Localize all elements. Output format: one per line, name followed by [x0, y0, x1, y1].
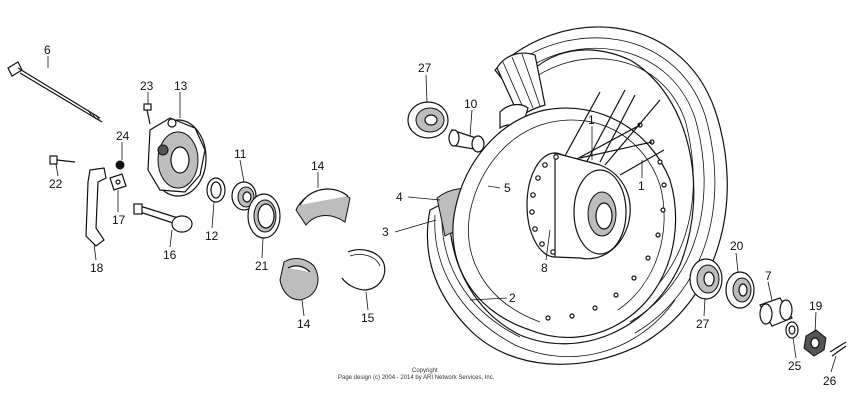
callout-1-lower: 1: [638, 179, 645, 193]
brake-shoe-upper: [295, 188, 351, 226]
callout-15: 15: [361, 311, 375, 325]
tire-section-upper: [496, 52, 546, 120]
leader-lines: [47, 56, 837, 373]
callout-25: 25: [788, 359, 802, 373]
brake-arm: [85, 167, 107, 247]
oil-seal: [247, 193, 281, 239]
callout-7: 7: [765, 269, 772, 283]
tire: [426, 26, 728, 365]
speedometer-gear: [231, 181, 257, 211]
washer: [785, 321, 799, 339]
shoe-spring: [341, 249, 386, 291]
callout-14-upper: 14: [311, 159, 325, 173]
callout-1-upper: 1: [588, 113, 595, 127]
callout-11: 11: [234, 147, 247, 161]
callout-6: 6: [44, 43, 51, 57]
callout-16: 16: [163, 248, 177, 262]
axle-collar: [759, 297, 793, 327]
callout-10: 10: [464, 97, 478, 111]
brake-panel: [147, 117, 207, 197]
callout-12: 12: [205, 229, 219, 243]
indicator-plate: [109, 173, 127, 191]
callout-13: 13: [174, 79, 188, 93]
callout-8: 8: [541, 261, 548, 275]
hub-flange-holes: [529, 154, 559, 255]
spoke-nipples: [545, 122, 667, 321]
callout-14-lower: 14: [297, 317, 311, 331]
axle-nut: [803, 329, 827, 357]
copyright-line-2: Page design (c) 2004 - 2014 by ARI Netwo…: [338, 375, 495, 381]
callout-2: 2: [509, 291, 516, 305]
callout-17: 17: [112, 213, 126, 227]
callout-labels: 6 13 23 24 22 17 18 16 12 11 21 14 14 15…: [44, 43, 837, 388]
callout-4: 4: [396, 190, 403, 204]
callout-27-lower: 27: [696, 317, 710, 331]
callout-23: 23: [140, 79, 154, 93]
front-axle: [7, 61, 103, 123]
brake-cam: [133, 203, 193, 233]
copyright-notice: Copyright Page design (c) 2004 - 2014 by…: [338, 368, 495, 381]
bearing-upper: [407, 101, 449, 139]
bearing-seal: [725, 271, 755, 309]
callout-21: 21: [255, 259, 269, 273]
callout-19: 19: [809, 299, 823, 313]
callout-27-upper: 27: [418, 61, 432, 75]
arm-bolt: [49, 155, 76, 165]
copyright-line-1: Copyright: [412, 368, 438, 374]
small-nut: [115, 160, 125, 170]
wheel-hub: [526, 152, 631, 260]
distance-collar: [448, 129, 485, 153]
callout-24: 24: [116, 129, 130, 143]
dust-seal-small: [206, 177, 226, 203]
brake-shoe-lower: [279, 258, 319, 301]
panel-bolt: [143, 103, 152, 125]
callout-3: 3: [382, 225, 389, 239]
cotter-pin: [829, 341, 847, 357]
bearing-lower: [689, 258, 723, 300]
callout-5: 5: [504, 181, 511, 195]
callout-26: 26: [823, 374, 837, 388]
callout-18: 18: [90, 261, 104, 275]
callout-20: 20: [730, 239, 744, 253]
callout-22: 22: [49, 177, 63, 191]
